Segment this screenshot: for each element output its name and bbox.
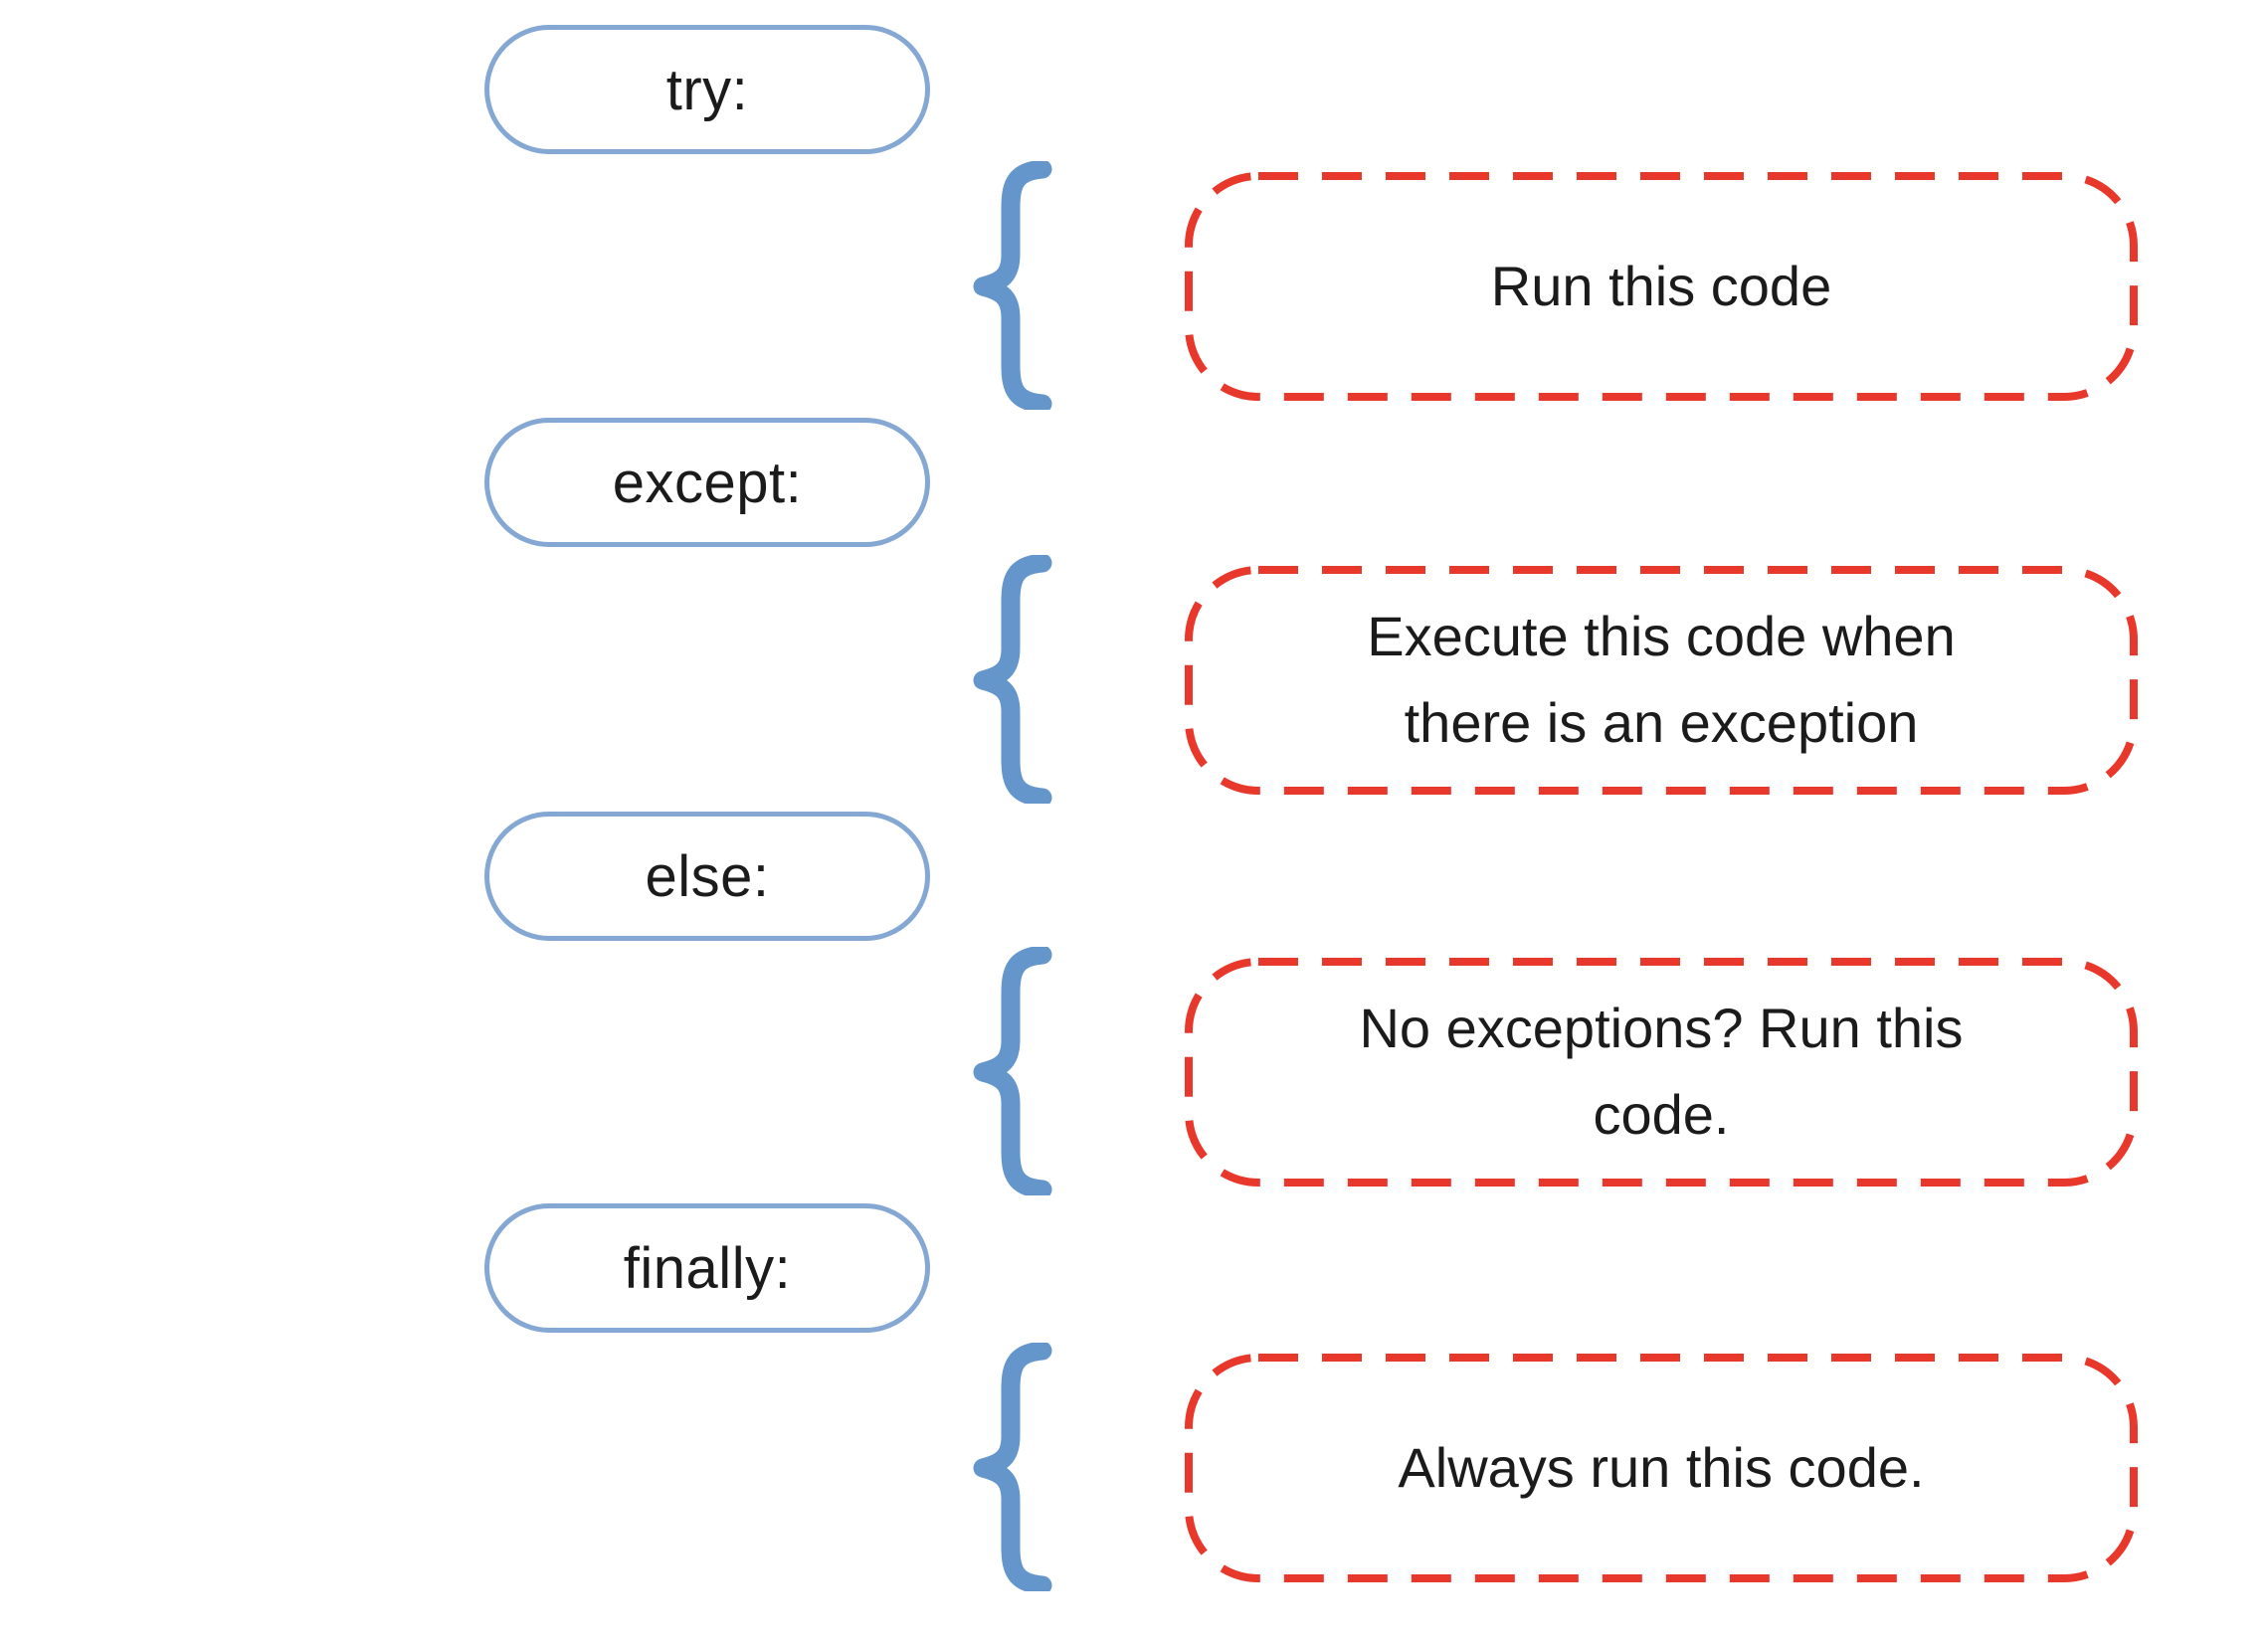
- description-label: Run this code: [1490, 254, 1832, 317]
- keyword-label: finally:: [623, 1235, 792, 1301]
- curly-brace-icon: [967, 161, 1056, 410]
- description-label: Execute this code when there is an excep…: [1367, 605, 1956, 754]
- description-box-finally: Always run this code.: [1184, 1353, 2139, 1583]
- curly-brace-icon: [967, 947, 1056, 1195]
- keyword-label: except:: [612, 450, 803, 515]
- description-box-except: Execute this code when there is an excep…: [1184, 565, 2139, 796]
- keyword-label: try:: [665, 57, 749, 122]
- keyword-label: else:: [645, 843, 770, 909]
- keyword-pill-else: else:: [484, 812, 930, 941]
- curly-brace-icon: [967, 555, 1056, 804]
- curly-brace-icon: [967, 1343, 1056, 1591]
- description-label: Always run this code.: [1398, 1435, 1925, 1499]
- description-box-else: No exceptions? Run this code.: [1184, 957, 2139, 1188]
- description-box-try: Run this code: [1184, 171, 2139, 402]
- keyword-pill-try: try:: [484, 25, 930, 154]
- description-label: No exceptions? Run this code.: [1359, 997, 1964, 1146]
- keyword-pill-except: except:: [484, 418, 930, 547]
- keyword-pill-finally: finally:: [484, 1203, 930, 1333]
